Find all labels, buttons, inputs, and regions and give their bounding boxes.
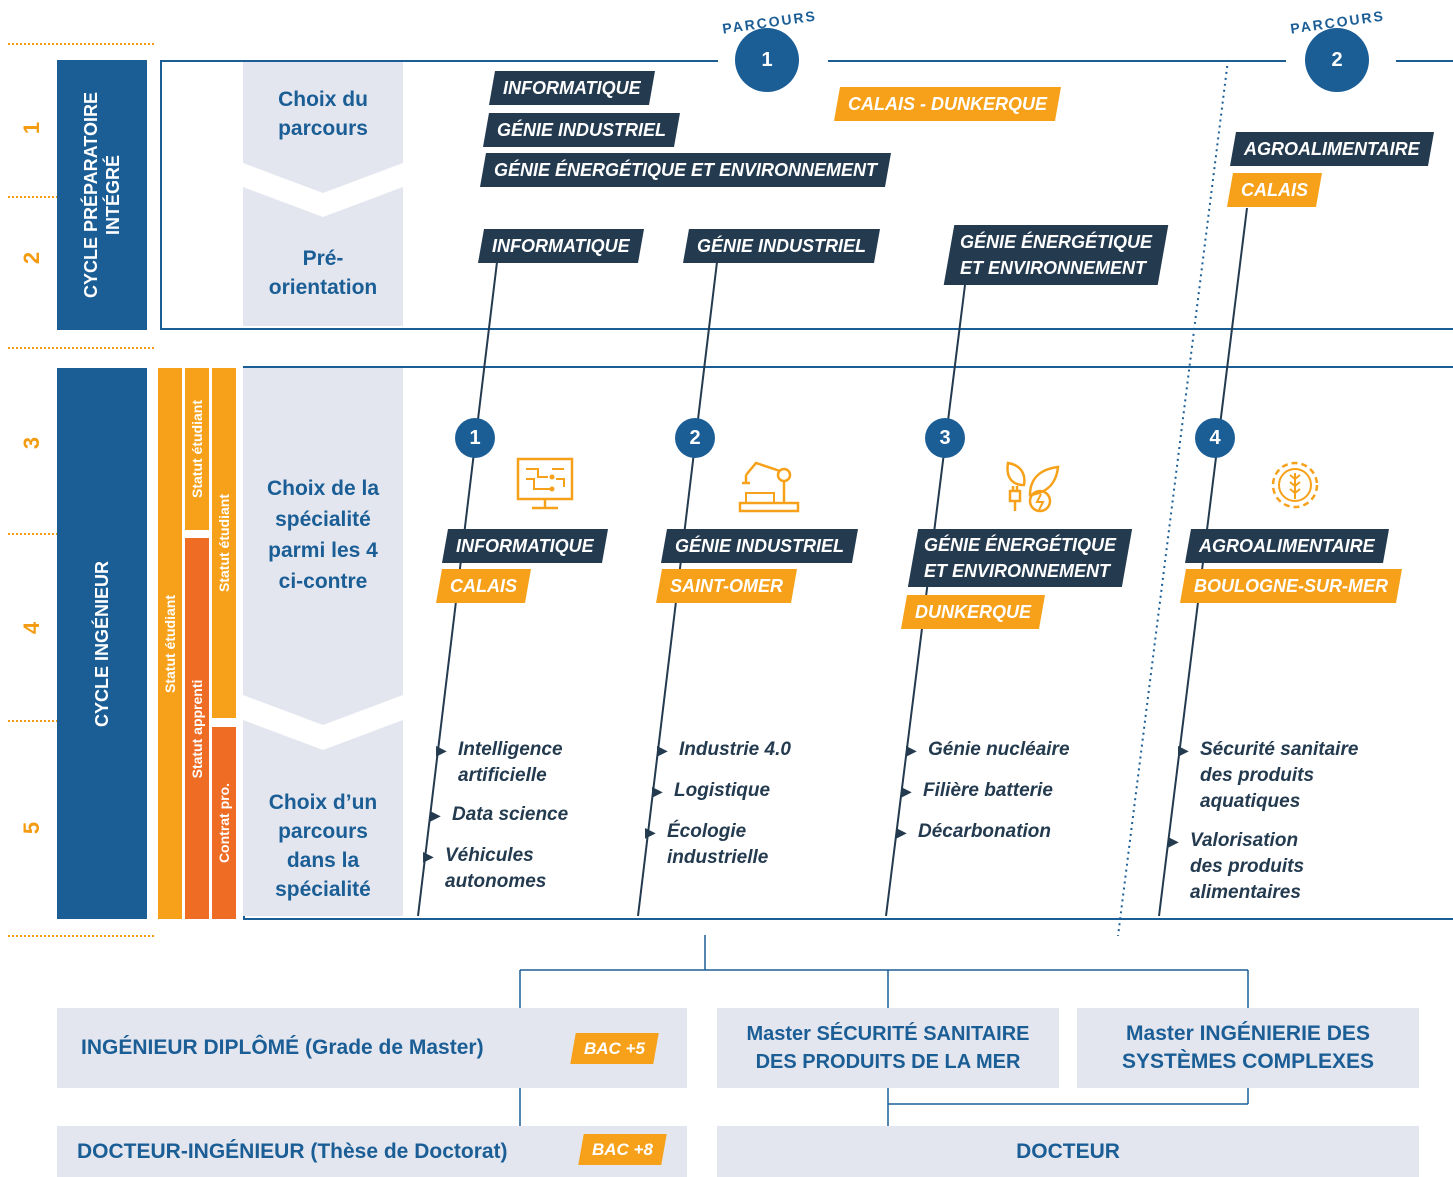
parcours-item: Décarbonation [896,819,1051,845]
parcours-2-badge: 2 [1305,28,1369,92]
stage-line: dans la [286,849,360,872]
tag-genie-industriel: GÉNIE INDUSTRIEL [683,229,881,263]
status-etudiant-bar: Statut étudiant [158,368,182,919]
tag-genie-industriel: GÉNIE INDUSTRIEL [483,113,681,147]
tag-genie-energetique: GÉNIE ÉNERGÉTIQUE ET ENVIRONNEMENT [480,153,892,187]
speciality-place-tag: DUNKERQUE [901,595,1046,629]
speciality-number: 1 [455,418,495,458]
speciality-number: 3 [925,418,965,458]
stage-choix-specialite: Choix de la spécialité parmi les 4 ci-co… [243,473,403,597]
status-apprenti-bar: Statut apprenti [185,538,209,919]
stage-line: ci-contre [278,570,368,593]
parcours-item: Génie nucléaire [906,737,1069,763]
year-separator [8,347,154,349]
stage-choix-parcours: Choix du parcours [243,85,403,143]
parcours-1-badge: 1 [735,28,799,92]
year-separator [8,720,58,722]
outcome-docteur-ingenieur-box: DOCTEUR-INGÉNIEUR (Thèse de Doctorat) BA… [57,1126,687,1177]
stage-line: Choix d’un [268,791,378,814]
tag-informatique: INFORMATIQUE [489,71,655,105]
bac8-badge: BAC +8 [578,1134,667,1165]
stage-column-ing [243,368,403,916]
outcome-docteur-ingenieur: DOCTEUR-INGÉNIEUR (Thèse de Doctorat) [77,1140,508,1163]
tag-informatique: INFORMATIQUE [478,229,644,263]
stage-line: spécialité [275,878,371,901]
tag-calais-dunkerque: CALAIS - DUNKERQUE [834,87,1062,121]
stage-line: Choix du [278,88,368,111]
master-title-line2: SYSTÈMES COMPLEXES [1121,1050,1375,1073]
master-title-line2: DES PRODUITS DE LA MER [755,1051,1021,1073]
master-prefix: Master [1126,1022,1200,1045]
circuit-screen-icon [516,457,574,510]
tag-calais: CALAIS [1227,173,1322,207]
stage-line: parcours [278,820,368,843]
status-contrat-bar: Contrat pro. [212,727,236,919]
master-prefix: Master [746,1023,817,1045]
master-title: INGÉNIERIE DES [1199,1022,1370,1045]
cycle-ingenieur-bar: CYCLE INGÉNIEUR [57,368,147,919]
speciality-place-tag: BOULOGNE-SUR-MER [1180,569,1402,603]
status-etudiant-bar: Statut étudiant [185,368,209,530]
speciality-name-tag: AGROALIMENTAIRE [1185,529,1389,563]
year-separator [8,533,58,535]
parcours-item: Data science [430,802,568,828]
speciality-number: 4 [1195,418,1235,458]
year-separator [8,935,154,937]
outcome-docteur: DOCTEUR [1016,1140,1120,1163]
eco-energy-plug-icon [1006,461,1060,513]
speciality-name-tag: GÉNIE INDUSTRIEL [661,529,859,563]
year-separator [8,43,154,45]
speciality-number: 2 [675,418,715,458]
wheat-gear-icon [1271,461,1319,509]
outcome-docteur-box: DOCTEUR [717,1126,1419,1177]
stage-pre-orientation: Pré- orientation [243,244,403,302]
speciality-place-tag: SAINT-OMER [656,569,798,603]
speciality-place-tag: CALAIS [436,569,531,603]
stage-line: spécialité [275,508,371,531]
outcome-ingenieur-box: INGÉNIEUR DIPLÔMÉ (Grade de Master) BAC … [57,1008,687,1088]
chevron-arrow [243,163,403,217]
outcome-master-isc-box: Master INGÉNIERIE DES SYSTÈMES COMPLEXES [1077,1008,1419,1088]
outcome-ingenieur: INGÉNIEUR DIPLÔMÉ (Grade de Master) [81,1036,484,1059]
stage-line: Choix de la [266,477,380,500]
stage-line: parcours [278,117,368,140]
year-separator [8,196,58,198]
robot-arm-icon [738,461,800,513]
status-etudiant-bar: Statut étudiant [212,368,236,718]
tag-agroalimentaire: AGROALIMENTAIRE [1230,132,1434,166]
stage-line: orientation [268,276,378,299]
parcours-item: Logistique [652,778,770,804]
chevron-arrow [243,695,403,750]
master-title: SÉCURITÉ SANITAIRE [816,1023,1030,1045]
parcours-item: Filière batterie [901,778,1053,804]
bac5-badge: BAC +5 [570,1033,659,1064]
outcome-master-ssm-box: Master SÉCURITÉ SANITAIRE DES PRODUITS D… [717,1008,1059,1088]
stage-choix-parcours-specialite: Choix d’un parcours dans la spécialité [243,788,403,904]
parcours-item: Industrie 4.0 [657,737,791,763]
stage-line: Pré- [302,247,344,270]
stage-line: parmi les 4 [268,539,378,562]
speciality-name-tag: INFORMATIQUE [442,529,608,563]
